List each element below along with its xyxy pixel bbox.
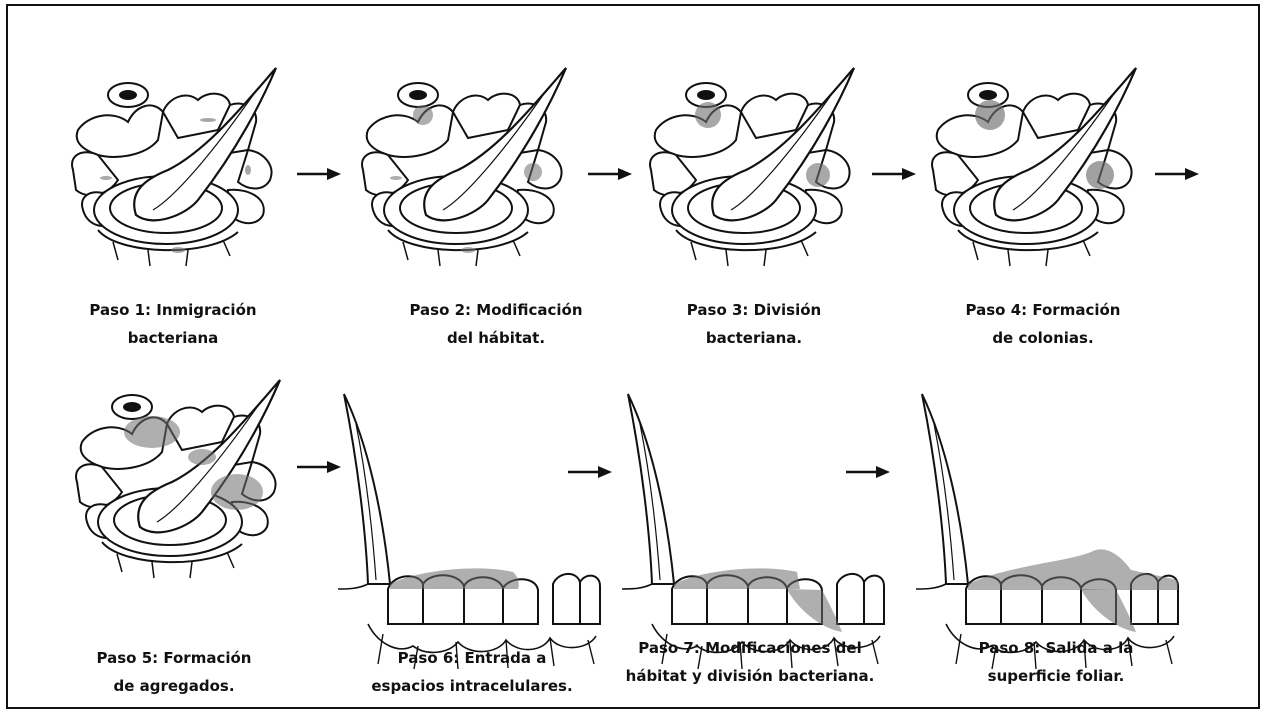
- step-2-illustration: [348, 60, 578, 275]
- step-4-illustration: [918, 60, 1148, 275]
- arrow-icon: [297, 460, 341, 474]
- arrow-icon: [846, 465, 890, 479]
- step-1-illustration: [58, 60, 288, 275]
- arrow-icon: [297, 167, 341, 181]
- step-5-illustration: [62, 372, 292, 587]
- arrow-icon: [872, 167, 916, 181]
- arrow-icon: [588, 167, 632, 181]
- arrow-icon: [568, 465, 612, 479]
- step-6-illustration: [338, 384, 608, 674]
- step-8-illustration: [916, 384, 1186, 674]
- arrow-icon: [1155, 167, 1199, 181]
- step-3-illustration: [636, 60, 866, 275]
- step-7-illustration: [622, 384, 892, 674]
